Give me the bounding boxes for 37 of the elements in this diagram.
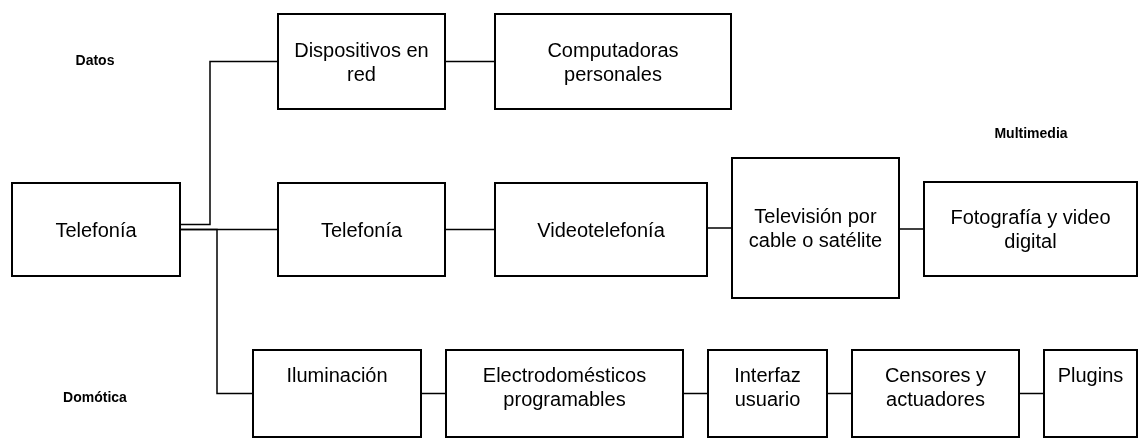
process-box [851,349,1020,438]
category-label: Domótica [63,387,127,407]
process-box [494,13,732,110]
connector-line [707,227,732,229]
category-label: Multimedia [994,123,1068,143]
connector-line [899,228,924,230]
process-box [252,349,422,438]
box-label: Computadoras personales [546,37,680,86]
connector-line [827,392,852,395]
box-label: Electrodomésticos programables [481,363,648,411]
box-label: Plugins [1057,363,1124,387]
box-label: Dispositivos en red [293,37,430,86]
connector-line [445,60,495,63]
connector-line [445,228,495,231]
process-box [707,349,828,438]
process-box [11,182,181,277]
process-box [494,182,708,277]
connector-line [1019,392,1044,395]
connector-line [683,392,708,395]
process-box [1043,349,1138,438]
box-label: Videotelefonía [537,217,665,242]
process-box [445,349,684,438]
connector-line [421,392,446,395]
process-box [731,157,900,299]
box-label: Telefonía [55,217,137,242]
box-label: Telefonía [320,217,403,242]
connector-line [180,228,253,395]
box-label: Iluminación [286,363,388,387]
box-label: Censores y actuadores [883,363,988,411]
connector-line [180,60,278,226]
box-label: Fotografía y video digital [949,205,1112,253]
process-box [923,181,1138,277]
category-label: Datos [75,50,115,70]
process-box [277,182,446,277]
box-label: Televisión por cable o satélite [747,204,884,252]
process-box [277,13,446,110]
box-label: Interfaz usuario [733,363,802,411]
